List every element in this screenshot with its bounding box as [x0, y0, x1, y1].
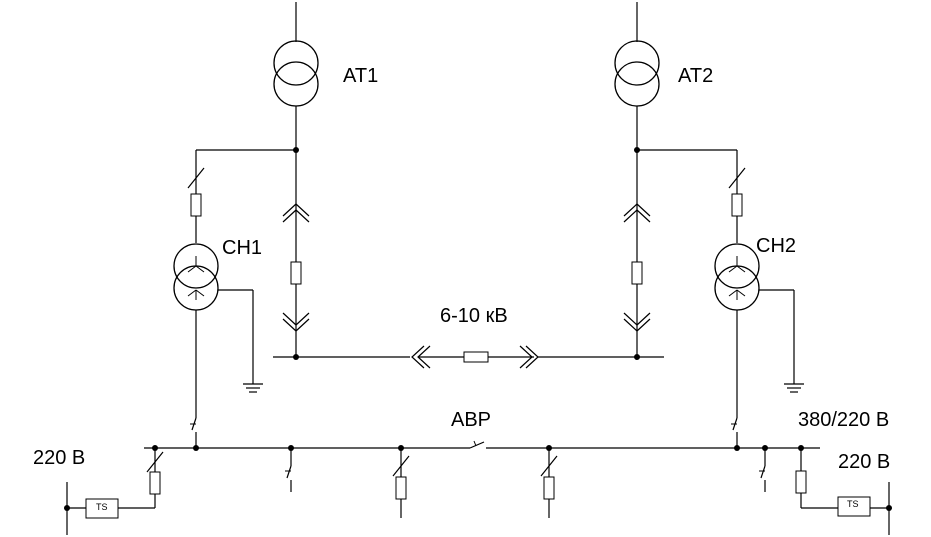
- at1-feeder: [282, 147, 310, 360]
- label-ts-right: TS: [847, 499, 859, 509]
- ground-icon-right: [784, 383, 804, 393]
- label-hv-bus: 6-10 кВ: [440, 305, 508, 327]
- hv-tie-breaker: [463, 351, 489, 363]
- transformer-at1: [273, 2, 319, 150]
- transformer-ch1: [173, 243, 254, 384]
- right-220v-output: [795, 448, 892, 535]
- ch2-secondary: [731, 310, 738, 448]
- left-220v-output: [64, 448, 164, 535]
- lv-feeder-549: [540, 448, 558, 518]
- label-avr: ABP: [451, 409, 491, 431]
- label-ch1: CH1: [222, 237, 262, 259]
- label-lv-bus: 380/220 В: [798, 409, 889, 431]
- label-ch2: CH2: [756, 235, 796, 257]
- lv-feeder-765: [759, 448, 766, 492]
- label-at1: AT1: [343, 65, 378, 87]
- lv-feeder-401: [392, 448, 410, 518]
- ch1-secondary: [190, 310, 197, 448]
- transformer-ch2: [714, 243, 795, 384]
- ch1-branch: [187, 149, 296, 243]
- lv-feeder-291: [285, 448, 292, 492]
- hv-bus: [273, 345, 664, 369]
- at2-feeder: [623, 147, 651, 360]
- at2-breaker: [631, 261, 643, 285]
- label-at2: AT2: [678, 65, 713, 87]
- transformer-at2: [614, 2, 660, 150]
- ch2-fuse: [731, 193, 743, 217]
- at1-breaker: [290, 261, 302, 285]
- lv-bus: [144, 440, 820, 451]
- ts-box-right: [837, 496, 871, 517]
- label-ts-left: TS: [96, 502, 108, 512]
- ground-icon-left: [243, 383, 263, 393]
- label-right-220v: 220 В: [838, 451, 890, 473]
- ch1-fuse: [190, 193, 202, 217]
- ch2-branch: [637, 149, 746, 243]
- label-left-220v: 220 В: [33, 447, 85, 469]
